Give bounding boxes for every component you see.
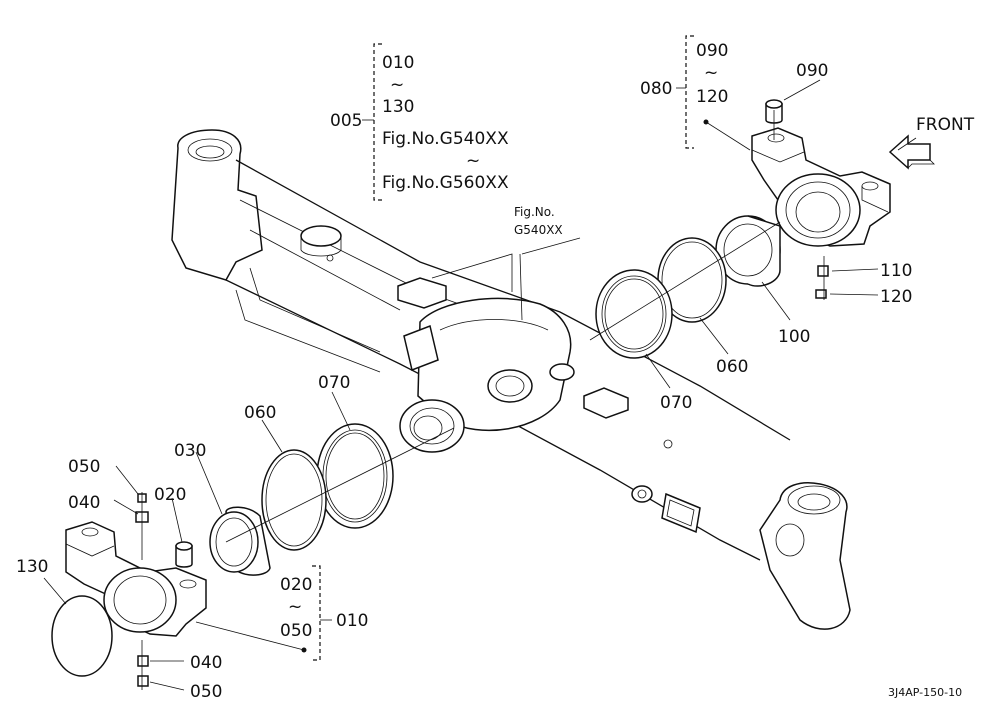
- axle-housing: [171, 129, 851, 630]
- callout-070-right: 070: [660, 393, 692, 413]
- front-label: FRONT: [916, 115, 975, 135]
- callout-100: 100: [778, 327, 810, 347]
- callout-020: 020: [154, 485, 186, 505]
- group-080-label: 080: [640, 79, 672, 99]
- fig-ref-line1: Fig.No.: [514, 205, 555, 219]
- group-080-range-end: 120: [696, 87, 728, 107]
- fig-ref-line2: G540XX: [514, 223, 563, 237]
- group-005-label: 005: [330, 111, 362, 131]
- leader-lines: [43, 79, 879, 691]
- callout-070-left: 070: [318, 373, 350, 393]
- callout-050-top: 050: [68, 457, 100, 477]
- rear-bracket-assembly: [51, 423, 394, 687]
- callout-110: 110: [880, 261, 912, 281]
- callout-060-left: 060: [244, 403, 276, 423]
- front-arrow-icon: [888, 134, 935, 170]
- callout-050-bottom: 050: [190, 682, 222, 702]
- group-005-range-end: 130: [382, 97, 414, 117]
- group-005-range-start: 010: [382, 53, 414, 73]
- callout-040-top: 040: [68, 493, 100, 513]
- group-005-fig-tilde: ~: [466, 151, 480, 171]
- callout-030: 030: [174, 441, 206, 461]
- group-005-fig-start: Fig.No.G540XX: [382, 129, 509, 149]
- callout-040-bottom: 040: [190, 653, 222, 673]
- group-010-label: 010: [336, 611, 368, 631]
- callout-labels: 005 010 ~ 130 Fig.No.G540XX ~ Fig.No.G56…: [16, 41, 975, 702]
- group-010-range-end: 050: [280, 621, 312, 641]
- callout-120: 120: [880, 287, 912, 307]
- group-010-tilde: ~: [288, 597, 302, 617]
- group-brackets: [312, 35, 694, 661]
- drawing-code: 3J4AP-150-10: [888, 686, 962, 699]
- callout-060-right: 060: [716, 357, 748, 377]
- assembly-axis-lines: [141, 110, 825, 690]
- callout-130: 130: [16, 557, 48, 577]
- callout-090: 090: [796, 61, 828, 81]
- front-bracket-assembly: [595, 99, 891, 359]
- group-005-fig-end: Fig.No.G560XX: [382, 173, 509, 193]
- group-005-tilde: ~: [390, 75, 404, 95]
- group-080-tilde: ~: [704, 63, 718, 83]
- group-010-range-start: 020: [280, 575, 312, 595]
- group-080-range-start: 090: [696, 41, 728, 61]
